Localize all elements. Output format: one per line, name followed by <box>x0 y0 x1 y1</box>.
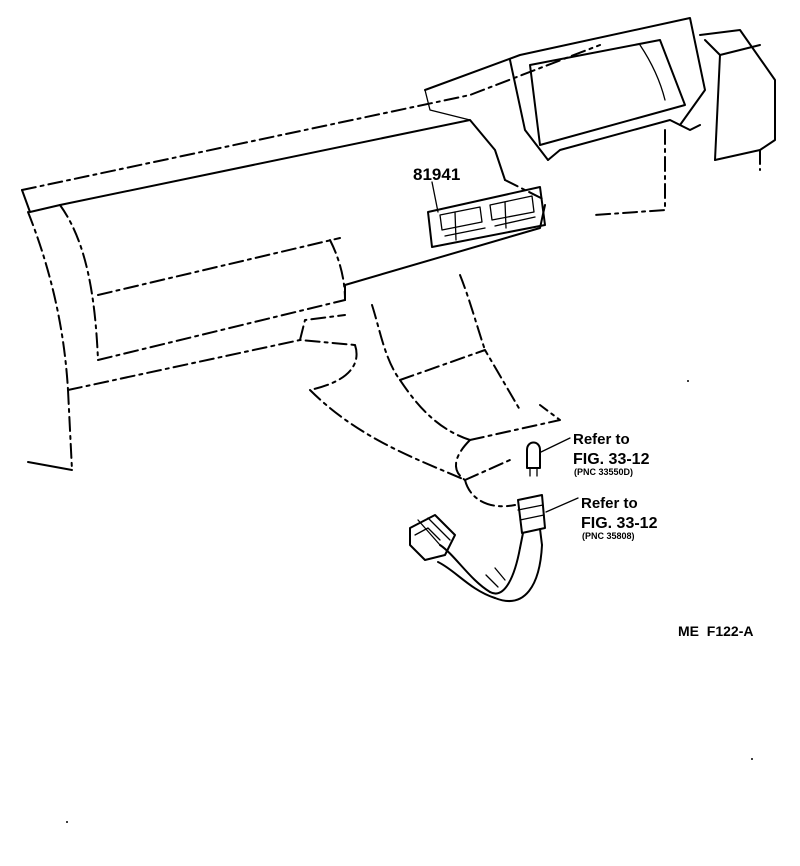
part-leader-line <box>431 181 439 213</box>
reference-2-figure-text: FIG. 33-12 <box>581 515 658 532</box>
heater-control-panel <box>427 186 546 248</box>
part-number-label: 81941 <box>413 165 460 184</box>
reference-1-figure-text: FIG. 33-12 <box>573 451 650 468</box>
scan-speck <box>751 758 753 760</box>
reference-2-pnc-text: (PNC 35808) <box>582 531 635 541</box>
instrument-panel-outline <box>21 44 601 471</box>
drawing-code: ME F122-A <box>678 623 753 639</box>
reference-1-pnc-text: (PNC 33550D) <box>574 467 633 477</box>
scan-speck <box>687 380 689 382</box>
center-console <box>309 274 561 508</box>
reference-1-refer-text: Refer to <box>573 431 630 448</box>
connector <box>409 514 456 561</box>
meter-hood <box>424 17 776 216</box>
bulb <box>526 437 571 477</box>
scan-speck <box>66 821 68 823</box>
reference-2-refer-text: Refer to <box>581 495 638 512</box>
bulb-socket-harness <box>437 494 579 603</box>
